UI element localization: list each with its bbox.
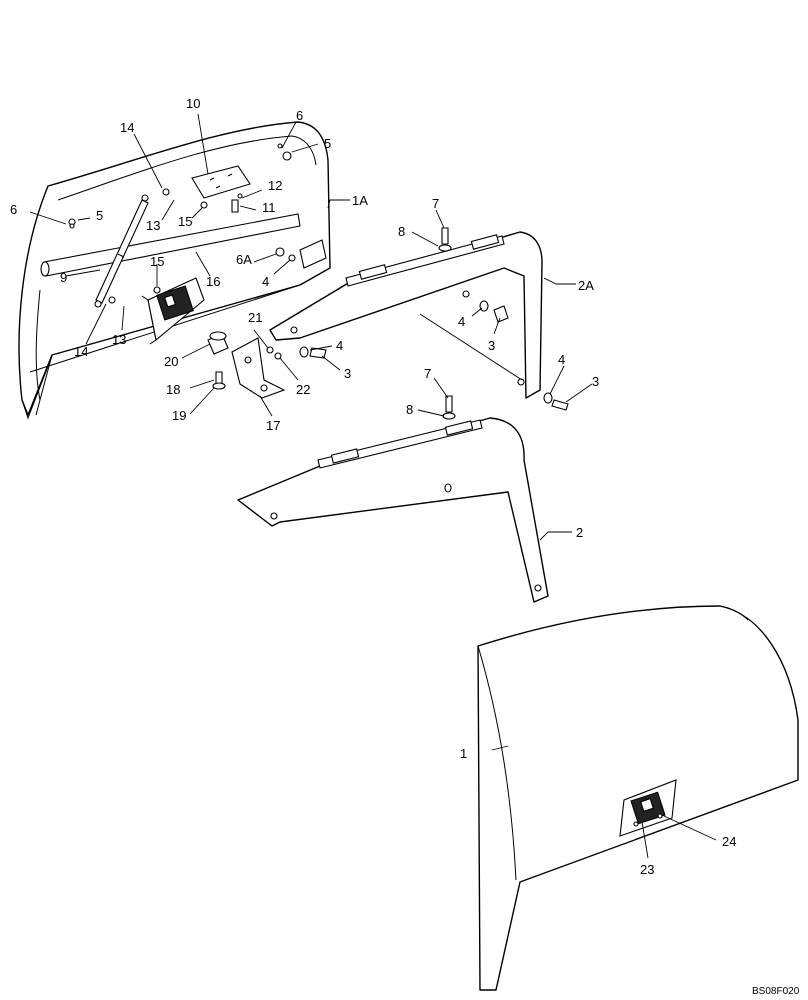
hinge-bracket-2 — [237, 417, 549, 603]
callout-23: 23 — [640, 862, 654, 877]
callout-15-lower: 15 — [150, 254, 164, 269]
callout-7-upper: 7 — [432, 196, 439, 211]
loose-hardware — [69, 143, 569, 420]
callout-6-left: 6 — [10, 202, 17, 217]
callout-22: 22 — [296, 382, 310, 397]
callout-13-upper: 13 — [146, 218, 160, 233]
callout-9: 9 — [60, 270, 67, 285]
callout-13-lower: 13 — [112, 332, 126, 347]
callout-12: 12 — [268, 178, 282, 193]
callout-19: 19 — [172, 408, 186, 423]
callout-3-right: 3 — [592, 374, 599, 389]
callout-2: 2 — [576, 525, 583, 540]
drawing-code: BS08F020 — [752, 986, 800, 997]
callout-1A: 1A — [352, 193, 368, 208]
callout-10: 10 — [186, 96, 200, 111]
callout-4-left: 4 — [262, 274, 269, 289]
inner-hood-panel-1A — [18, 121, 331, 420]
callout-1: 1 — [460, 746, 467, 761]
callout-5-left: 5 — [96, 208, 103, 223]
callout-4-mid: 4 — [458, 314, 465, 329]
callout-8-upper: 8 — [398, 224, 405, 239]
callout-8-lower: 8 — [406, 402, 413, 417]
mounting-plate-10 — [191, 165, 251, 199]
callout-7-lower: 7 — [424, 366, 431, 381]
callout-6A: 6A — [236, 252, 252, 267]
hinge-bracket-2A — [269, 231, 543, 399]
callout-4-right: 4 — [558, 352, 565, 367]
callout-16: 16 — [206, 274, 220, 289]
outer-hood-panel-1 — [477, 605, 799, 991]
callout-21: 21 — [248, 310, 262, 325]
callout-3-lower: 3 — [344, 366, 351, 381]
callout-17: 17 — [266, 418, 280, 433]
callout-3-mid: 3 — [488, 338, 495, 353]
callout-6-upper: 6 — [296, 108, 303, 123]
callout-leader-lines — [29, 113, 717, 859]
callout-4-lower: 4 — [336, 338, 343, 353]
callout-15-upper: 15 — [178, 214, 192, 229]
callout-14-lower: 14 — [74, 344, 88, 359]
callout-2A: 2A — [578, 278, 594, 293]
callout-24: 24 — [722, 834, 736, 849]
callout-11: 11 — [262, 200, 276, 215]
callout-labels: 10 14 6 5 1A 12 11 6 5 13 15 7 8 6A 15 9… — [10, 96, 800, 997]
callout-18: 18 — [166, 382, 180, 397]
callout-14-upper: 14 — [120, 120, 134, 135]
callout-5-upper: 5 — [324, 136, 331, 151]
callout-20: 20 — [164, 354, 178, 369]
